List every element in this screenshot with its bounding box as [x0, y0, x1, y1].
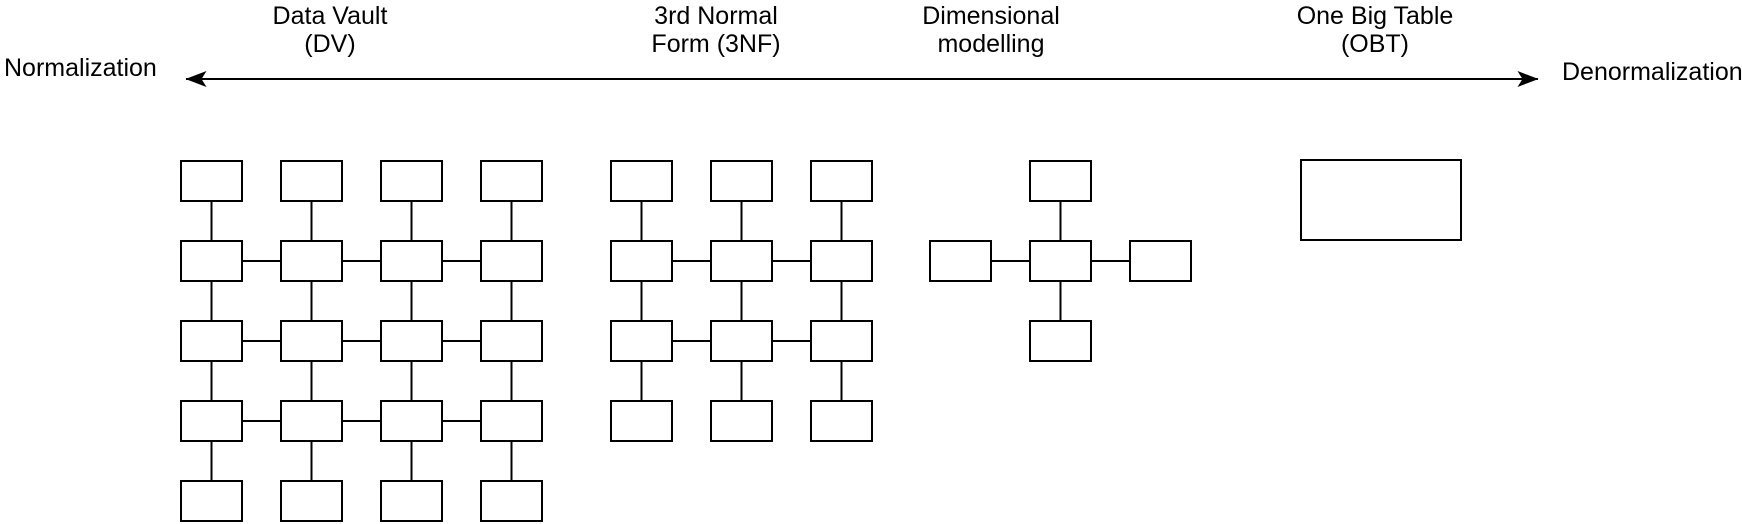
data-vault-table	[480, 320, 543, 362]
third-normal-form-table	[810, 320, 873, 362]
heading-data-vault: Data Vault (DV)	[273, 2, 388, 58]
data-vault-table	[180, 240, 243, 282]
dimensional-modelling-dimension-table	[1129, 240, 1192, 282]
heading-line: One Big Table	[1296, 2, 1454, 30]
third-normal-form-table	[810, 160, 873, 202]
heading-line: Dimensional	[922, 2, 1060, 30]
data-vault-table	[480, 160, 543, 202]
third-normal-form-table	[810, 240, 873, 282]
heading-dimensional-modelling: Dimensional modelling	[922, 2, 1060, 58]
data-vault-table	[280, 320, 343, 362]
data-vault-table	[480, 240, 543, 282]
heading-line: Form (3NF)	[651, 30, 781, 58]
third-normal-form-table	[610, 320, 673, 362]
data-vault-table	[280, 240, 343, 282]
third-normal-form-table	[710, 240, 773, 282]
third-normal-form-table	[610, 400, 673, 442]
heading-line: (OBT)	[1340, 30, 1410, 58]
third-normal-form-table	[610, 160, 673, 202]
dimensional-modelling-fact-table	[1029, 240, 1092, 282]
data-vault-table	[180, 320, 243, 362]
normalization-label: Normalization	[4, 54, 157, 82]
data-vault-table	[280, 400, 343, 442]
data-vault-table	[380, 480, 443, 522]
third-normal-form-table	[810, 400, 873, 442]
dimensional-modelling-dimension-table	[1029, 160, 1092, 202]
dimensional-modelling-dimension-table	[1029, 320, 1092, 362]
data-vault-table	[180, 160, 243, 202]
third-normal-form-table	[710, 320, 773, 362]
data-vault-table	[280, 480, 343, 522]
data-vault-table	[280, 160, 343, 202]
data-vault-table	[380, 160, 443, 202]
third-normal-form-table	[610, 240, 673, 282]
third-normal-form-table	[710, 400, 773, 442]
diagram-shapes	[180, 159, 1462, 522]
heading-line: 3rd Normal	[654, 2, 778, 30]
data-vault-table	[180, 400, 243, 442]
heading-line: (DV)	[304, 30, 356, 58]
data-vault-table	[380, 320, 443, 362]
heading-line: modelling	[937, 30, 1045, 58]
data-vault-table	[380, 240, 443, 282]
data-vault-table	[180, 480, 243, 522]
heading-third-normal-form: 3rd Normal Form (3NF)	[651, 2, 780, 58]
one-big-table-table	[1300, 159, 1462, 241]
heading-one-big-table: One Big Table (OBT)	[1297, 2, 1454, 58]
third-normal-form-table	[710, 160, 773, 202]
denormalization-label: Denormalization	[1562, 58, 1742, 86]
dimensional-modelling-dimension-table	[929, 240, 992, 282]
data-vault-table	[480, 400, 543, 442]
data-vault-table	[480, 480, 543, 522]
heading-line: Data Vault	[272, 2, 388, 30]
data-vault-table	[380, 400, 443, 442]
